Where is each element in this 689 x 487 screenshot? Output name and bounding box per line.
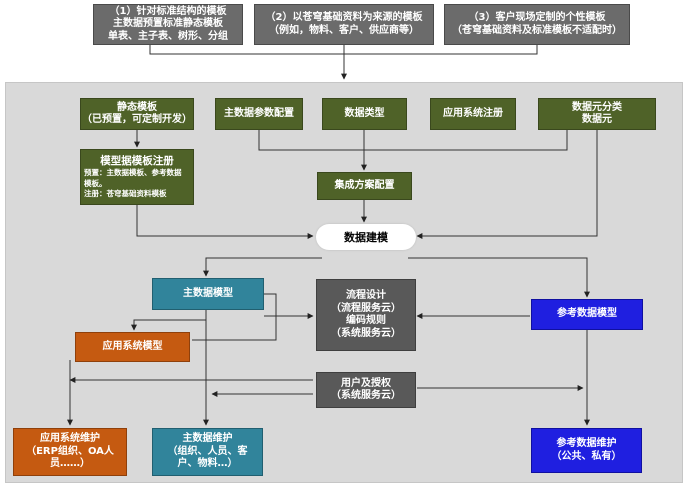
model-template-register-title: 模型据模板注册 [100,155,174,168]
model-template-register-line-2: 模板。 [84,178,107,188]
master-data-maintenance-box: 主数据维护 （组织、人员、客 户、物料…） [152,428,263,476]
process-design-line-1: 流程设计 [346,290,386,301]
modeling-to-master-arrow [203,257,322,277]
data-modeling-node: 数据建模 [316,224,416,250]
master-data-model-label: 主数据模型 [183,287,233,299]
reference-data-model-label: 参考数据模型 [557,308,617,320]
master-data-config-box: 主数据参数配置 [215,98,303,130]
model-template-register-line-1: 预置：主数据模板、参考数据 [84,168,182,178]
data-element-line-1: 数据元分类 [572,101,622,113]
user-auth-line-2: （系统服务云） [331,390,401,401]
static-template-line-1: 静态模板 [117,101,157,113]
model-template-register-box: 模型据模板注册 预置：主数据模板、参考数据 模板。 注册：苍穹基础资料模板 [80,149,194,205]
top-box-3-line-1: （3）客户现场定制的个性模板 [468,12,606,23]
process-design-box: 流程设计 （流程服务云） 编码规则 （系统服务云） [316,279,416,351]
process-design-line-3: 编码规则 [346,315,386,326]
app-system-model-label: 应用系统模型 [102,340,163,352]
static-template-box: 静态模板 （已预置，可定制开发） [80,98,194,130]
integration-config-label: 集成方案配置 [334,179,395,191]
integration-config-box: 集成方案配置 [317,172,412,200]
static-template-line-2: （已预置，可定制开发） [82,114,192,125]
top-box-3-line-2: （苍穹基础资料及标准模板不适配时） [452,24,622,36]
reference-data-maintenance-line-2: （公共、私有） [551,450,622,462]
data-type-label: 数据类型 [344,107,385,119]
app-system-maintenance-line-3: 员……） [50,458,90,470]
top-box-custom-template: （3）客户现场定制的个性模板 （苍穹基础资料及标准模板不适配时） [444,4,630,45]
top-box-2-line-2: （例如，物料、客户、供应商等） [269,24,419,36]
app-system-register-box: 应用系统注册 [430,98,516,130]
data-modeling-label: 数据建模 [344,231,388,244]
master-to-app-model-arrow [131,310,207,331]
master-data-maintenance-line-1: 主数据维护 [182,433,233,445]
user-auth-box: 用户及授权 （系统服务云） [316,372,416,408]
modeling-to-reference-arrow [408,257,590,298]
model-template-register-line-3: 注册：苍穹基础资料模板 [84,188,167,198]
master-data-maintenance-line-2: （组织、人员、客 [167,445,248,457]
process-design-line-4: （系统服务云） [331,327,401,339]
master-data-maintenance-line-3: 户、物料…） [177,458,238,470]
data-element-box: 数据元分类 数据元 [538,98,656,130]
top-box-1-line-2: 主数据预置标准静态模板 [113,18,223,30]
top-box-cangqiong-template: （2）以苍穹基础资料为来源的模板 （例如，物料、客户、供应商等） [254,4,434,45]
top-box-standard-template: （1）针对标准结构的模板 主数据预置标准静态模板 单表、主子表、树形、分组 [93,4,243,45]
process-design-line-2: （流程服务云） [331,302,401,314]
reference-data-maintenance-box: 参考数据维护 （公共、私有） [531,428,642,473]
app-system-register-label: 应用系统注册 [443,107,503,119]
top-box-1-line-3: 单表、主子表、树形、分组 [108,30,228,42]
register-to-modeling-arrow [136,205,314,239]
app-system-maintenance-line-1: 应用系统维护 [40,433,100,445]
reference-data-model-box: 参考数据模型 [531,299,643,330]
top-box-1-line-1: （1）针对标准结构的模板 [109,5,227,17]
app-system-model-box: 应用系统模型 [75,332,190,362]
data-element-line-2: 数据元 [582,114,612,125]
data-type-box: 数据类型 [322,98,407,130]
app-system-maintenance-box: 应用系统维护 （ERP组织、OA人 员……） [13,428,127,476]
reference-data-maintenance-line-1: 参考数据维护 [556,438,617,449]
top-box-2-line-1: （2）以苍穹基础资料为来源的模板 [265,12,423,23]
master-data-config-label: 主数据参数配置 [224,107,294,119]
master-data-model-box: 主数据模型 [152,278,264,310]
element-to-modeling-arrow [416,130,598,239]
second-row-join-line [258,130,568,151]
app-system-maintenance-line-2: （ERP组织、OA人 [26,445,114,457]
user-auth-line-1: 用户及授权 [341,377,391,389]
